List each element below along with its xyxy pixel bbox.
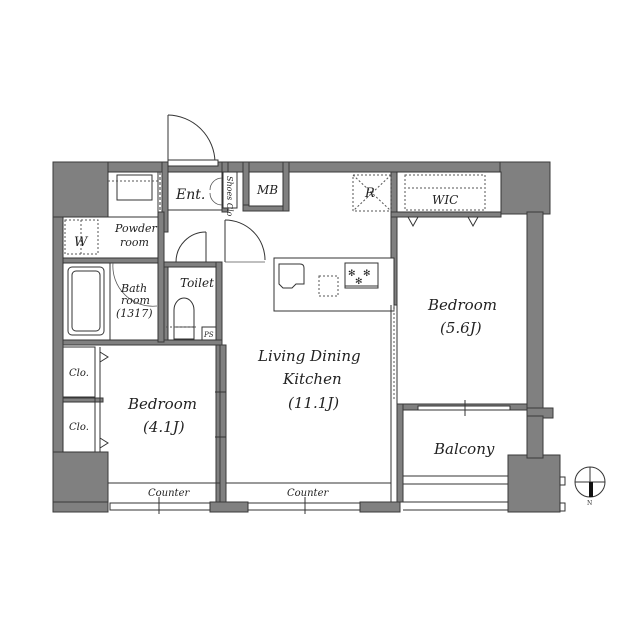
entrance — [167, 171, 223, 211]
bathroom: Bath room (1317) — [62, 262, 159, 341]
walk-in-closet: WIC — [396, 171, 502, 228]
bedroom-large-label-1: Bedroom — [427, 296, 497, 314]
balcony: Balcony — [403, 440, 566, 512]
pipe-space-label: PS — [203, 331, 214, 339]
toilet-label: Toilet — [180, 276, 214, 290]
powder-room-label-2: room — [120, 236, 149, 249]
refrigerator-label: R — [364, 186, 375, 201]
compass-label: N — [587, 500, 592, 507]
wic-label: WIC — [432, 193, 458, 207]
balcony-label: Balcony — [433, 440, 495, 458]
powder-room-label-1: Powder — [114, 222, 158, 235]
bedroom-small-label-1: Bedroom — [127, 395, 197, 413]
bedroom-large: Bedroom (5.6J) — [417, 296, 511, 416]
meter-box — [248, 171, 284, 207]
stove-burner-icon: ✻ — [363, 268, 371, 278]
counter-left-label: Counter — [148, 488, 190, 499]
ldk-label-2: Kitchen — [282, 370, 342, 388]
closet-1-label: Clo. — [69, 368, 89, 379]
entrance-door — [167, 114, 219, 167]
washer-label: W — [74, 235, 89, 250]
walls — [52, 161, 561, 513]
counter-right-label: Counter — [287, 488, 329, 499]
bathroom-label-3: (1317) — [116, 307, 153, 320]
bathroom-label-1: Bath — [120, 282, 147, 295]
bedroom-small-label-2: (4.1J) — [143, 418, 185, 436]
meter-box-label: MB — [256, 183, 278, 197]
bedroom-large-label-2: (5.6J) — [440, 319, 482, 337]
toilet-door — [175, 231, 207, 263]
bedroom-small: Bedroom (4.1J) Counter — [108, 391, 226, 514]
shoes-closet — [222, 171, 238, 209]
bathroom-label-2: room — [121, 294, 150, 307]
shoes-closet-label: Shoes Clo — [225, 176, 234, 217]
entrance-label: Ent. — [175, 187, 205, 203]
living-dining-kitchen: Living Dining Kitchen (11.1J) Counter — [226, 305, 398, 514]
ldk-label-1: Living Dining — [257, 347, 361, 365]
stove-burner-icon: ✻ — [355, 276, 363, 286]
toilet-room: Toilet PS — [166, 266, 217, 341]
stove-burner-icon: ✻ — [348, 268, 356, 278]
ldk-label-3: (11.1J) — [288, 394, 339, 412]
hall-door — [224, 219, 266, 263]
north-arrow-icon: N — [574, 466, 606, 507]
closet-2-label: Clo. — [69, 422, 89, 433]
powder-room: W Powder room — [62, 171, 161, 259]
closets: Clo. Clo. — [62, 346, 109, 453]
refrigerator-space: R — [352, 174, 392, 212]
kitchen-counter: ✻ ✻ ✻ — [273, 257, 395, 312]
